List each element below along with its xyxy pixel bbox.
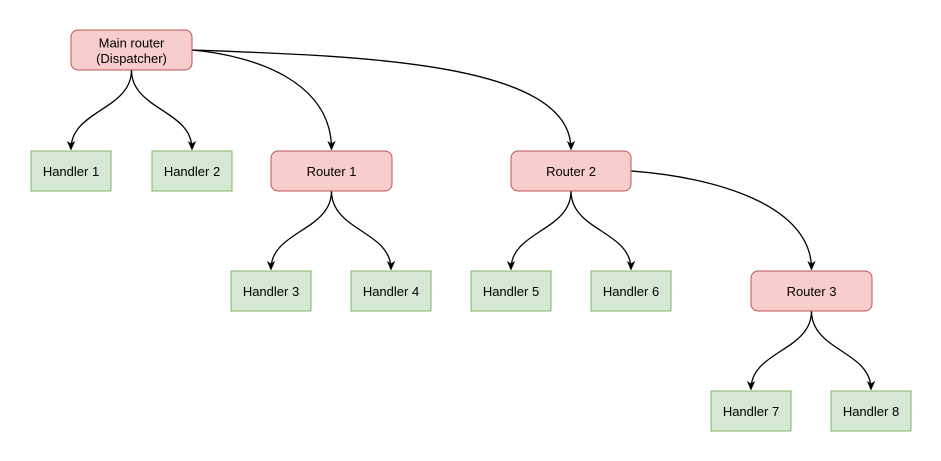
node-box (830, 390, 912, 432)
edge-main-router-to-handler-1 (66, 69, 133, 151)
node-handler-8: Handler 8 (830, 390, 912, 432)
node-box (151, 150, 233, 192)
node-box (750, 270, 873, 312)
node-label: Router 2 (546, 164, 596, 179)
node-label: Handler 2 (164, 164, 220, 179)
edge-router-1-to-handler-3 (266, 190, 333, 271)
node-box (30, 150, 112, 192)
node-box (70, 29, 193, 71)
node-label: Handler 8 (843, 404, 899, 419)
node-handler-1: Handler 1 (30, 150, 112, 192)
edge-main-router-to-router-1 (191, 49, 336, 151)
node-main-router: Main router (Dispatcher) (70, 29, 193, 71)
node-handler-7: Handler 7 (710, 390, 792, 432)
node-box (590, 270, 672, 312)
node-label: Handler 5 (483, 284, 539, 299)
node-label: Handler 6 (603, 284, 659, 299)
node-label: Handler 7 (723, 404, 779, 419)
node-label: Main router (99, 36, 165, 51)
diagram-nodes: Main router (Dispatcher) Handler 1 Handl… (30, 29, 912, 432)
node-sublabel: (Dispatcher) (96, 51, 167, 66)
node-box (230, 270, 312, 312)
edge-main-router-to-handler-2 (130, 69, 197, 151)
edge-router-2-to-handler-5 (506, 190, 572, 271)
edge-router-2-to-router-3 (630, 170, 816, 271)
edge-main-router-to-router-2 (191, 49, 576, 151)
node-router-2: Router 2 (510, 150, 632, 192)
node-router-3: Router 3 (750, 270, 873, 312)
node-box (510, 150, 632, 192)
edge-router-3-to-handler-7 (746, 310, 813, 391)
node-handler-3: Handler 3 (230, 270, 312, 312)
node-label: Handler 4 (363, 284, 419, 299)
node-handler-4: Handler 4 (350, 270, 432, 312)
node-box (710, 390, 792, 432)
node-router-1: Router 1 (270, 150, 393, 192)
node-label: Router 1 (307, 164, 357, 179)
node-box (270, 150, 393, 192)
edge-router-2-to-handler-6 (570, 190, 636, 271)
edge-router-1-to-handler-4 (330, 190, 396, 271)
diagram-edges (66, 49, 876, 391)
node-handler-5: Handler 5 (470, 270, 552, 312)
node-handler-2: Handler 2 (151, 150, 233, 192)
node-box (350, 270, 432, 312)
edge-router-3-to-handler-8 (810, 310, 876, 391)
node-label: Router 3 (787, 284, 837, 299)
node-handler-6: Handler 6 (590, 270, 672, 312)
node-box (470, 270, 552, 312)
node-label: Handler 3 (243, 284, 299, 299)
node-label: Handler 1 (43, 164, 99, 179)
